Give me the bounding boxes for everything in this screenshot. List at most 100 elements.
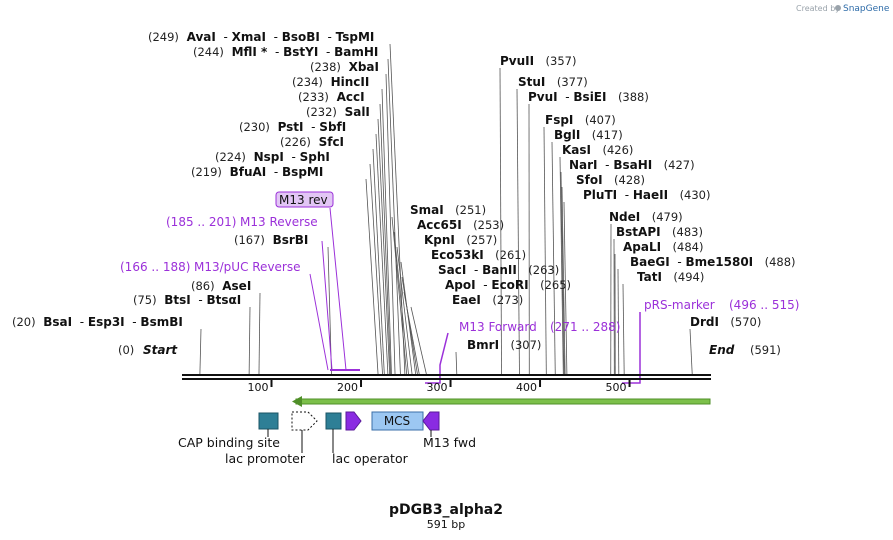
enzyme-label-row[interactable]: (230) PstI - SbfI: [239, 120, 346, 134]
cut-site-line: [403, 291, 420, 375]
credit-brand: SnapGene: [843, 4, 890, 14]
m13-fwd-feature-icon[interactable]: [422, 411, 440, 431]
ruler-tick-label: 100: [248, 381, 269, 394]
cut-site-line: [617, 268, 620, 375]
top-strand: [182, 374, 711, 376]
credit-text: Created by: [796, 4, 840, 13]
cut-site-line: [396, 246, 413, 375]
enzyme-label-row[interactable]: KasI (426): [562, 143, 633, 157]
cut-site-line: [199, 328, 202, 375]
bottom-strand: [182, 378, 711, 380]
primer-range-m13-puc-reverse: (166 .. 188): [120, 260, 190, 274]
cut-site-connectors: [199, 43, 693, 375]
enzyme-label-row[interactable]: BglI (417): [554, 128, 623, 142]
feature-m13-fwd: M13 fwd: [423, 435, 476, 450]
primer-labels: M13 rev (185 .. 201) M13 Reverse (166 ..…: [120, 191, 799, 384]
m13-reverse-leader: [321, 240, 333, 371]
enzyme-label-row[interactable]: BmrI (307): [467, 338, 541, 352]
cut-site-line: [365, 178, 379, 375]
feature-lac-promoter: lac promoter: [225, 451, 306, 466]
primer-m13-rev[interactable]: M13 rev: [279, 193, 328, 207]
enzyme-label-row[interactable]: (244) MflI * - BstYI - BamHI: [193, 45, 378, 59]
cut-site-line: [410, 306, 427, 375]
end-pos: (591): [750, 343, 781, 357]
cut-site-line: [389, 43, 406, 375]
primer-range-m13-reverse: (185 .. 201): [166, 215, 236, 229]
enzyme-label-row[interactable]: (219) BfuAI - BspMI: [191, 165, 323, 179]
orf-arrow[interactable]: [292, 396, 711, 407]
enzyme-label-row[interactable]: PvuI - BsiEI (388): [528, 90, 649, 104]
cut-site-line: [248, 306, 251, 375]
cut-site-line: [551, 141, 556, 375]
lac-promoter-arrow-icon[interactable]: [291, 411, 318, 431]
enzyme-label-row[interactable]: (167) BsrBI: [234, 233, 308, 247]
cut-site-line: [543, 126, 547, 375]
cut-site-line: [377, 118, 391, 375]
cut-site-line: [369, 163, 383, 375]
enzyme-label-row[interactable]: ApaLI (484): [623, 240, 703, 254]
enzyme-label-row[interactable]: (20) BsaI - Esp3I - BsmBI: [12, 315, 183, 329]
start-label[interactable]: Start: [143, 343, 178, 357]
enzyme-label-row[interactable]: ApoI - EcoRI (265): [445, 278, 571, 292]
enzyme-label-row[interactable]: (249) AvaI - XmaI - BsoBI - TspMI: [148, 30, 374, 44]
end-label[interactable]: End: [709, 343, 735, 357]
enzyme-label-row[interactable]: (233) AccI: [298, 90, 365, 104]
cut-site-line: [516, 88, 520, 375]
enzyme-label-row[interactable]: (224) NspI - SphI: [215, 150, 330, 164]
ruler-tick-label: 200: [337, 381, 358, 394]
backbone: [182, 374, 711, 380]
enzyme-label-row[interactable]: PvuII (357): [500, 54, 576, 68]
snapgene-credit: Created by SnapGene: [796, 4, 890, 14]
cut-site-line: [499, 67, 502, 375]
cut-site-line: [387, 58, 401, 375]
enzyme-label-row[interactable]: (75) BtsI - BtsαI: [133, 293, 241, 307]
enzyme-label-row[interactable]: SmaI (251): [410, 203, 486, 217]
orf-bar: [295, 398, 711, 405]
primer-m13-forward[interactable]: M13 Forward: [459, 320, 537, 334]
enzyme-label-row[interactable]: BstAPI (483): [616, 225, 703, 239]
feature-lac-operator: lac operator: [332, 451, 409, 466]
enzyme-label-row[interactable]: EaeI (273): [452, 293, 523, 307]
enzyme-label-row[interactable]: NdeI (479): [609, 210, 683, 224]
enzyme-label-row[interactable]: (232) SalI: [306, 105, 370, 119]
cut-site-line: [560, 171, 565, 375]
primer-m13-reverse[interactable]: M13 Reverse: [240, 215, 318, 229]
cut-site-line: [561, 186, 566, 375]
enzyme-label-row[interactable]: BaeGI - Bme1580I (488): [630, 255, 796, 269]
cut-site-line: [689, 328, 693, 375]
cut-site-line: [375, 133, 389, 375]
m13-rev-leader: [329, 207, 347, 371]
m13-rev-box[interactable]: [275, 191, 334, 208]
enzyme-label-row[interactable]: (234) HincII: [292, 75, 369, 89]
ruler-tick-label: 500: [606, 381, 627, 394]
enzyme-label-row[interactable]: SacI - BanII (263): [438, 263, 559, 277]
enzyme-label-row[interactable]: PluTI - HaeII (430): [583, 188, 711, 202]
enzyme-label-row[interactable]: KpnI (257): [424, 233, 497, 247]
lac-operator-box[interactable]: [325, 412, 342, 430]
enzyme-label-row[interactable]: Acc65I (253): [417, 218, 504, 232]
enzyme-label-row[interactable]: Eco53kI (261): [431, 248, 526, 262]
enzyme-label-row[interactable]: (238) XbaI: [310, 60, 379, 74]
start-pos: (0): [118, 343, 134, 357]
enzyme-label-row[interactable]: StuI (377): [518, 75, 588, 89]
primer-m13-puc-reverse[interactable]: M13/pUC Reverse: [194, 260, 301, 274]
cut-site-line: [559, 156, 564, 375]
enzyme-label-row[interactable]: TatI (494): [637, 270, 704, 284]
ruler-tick-label: 300: [427, 381, 448, 394]
snapgene-logo-icon: [835, 5, 841, 11]
enzyme-label-row[interactable]: FspI (407): [545, 113, 616, 127]
cap-binding-site-box[interactable]: [258, 412, 279, 430]
enzyme-label-row[interactable]: DrdI (570): [690, 315, 761, 329]
primer-prs-marker[interactable]: pRS-marker: [644, 298, 715, 312]
enzyme-label-row[interactable]: SfoI (428): [576, 173, 645, 187]
enzyme-label-row[interactable]: (226) SfcI: [280, 135, 344, 149]
enzyme-label-row[interactable]: (86) AseI: [191, 279, 251, 293]
cut-site-line: [563, 201, 568, 375]
cut-site-line: [622, 283, 625, 375]
enzyme-label-row[interactable]: NarI - BsaHI (427): [569, 158, 695, 172]
m13-rev-feature-icon[interactable]: [345, 411, 362, 431]
cut-site-line: [381, 88, 392, 375]
cut-site-line: [455, 351, 458, 375]
features: MCS CAP binding site lac promoter lac op…: [178, 411, 476, 466]
